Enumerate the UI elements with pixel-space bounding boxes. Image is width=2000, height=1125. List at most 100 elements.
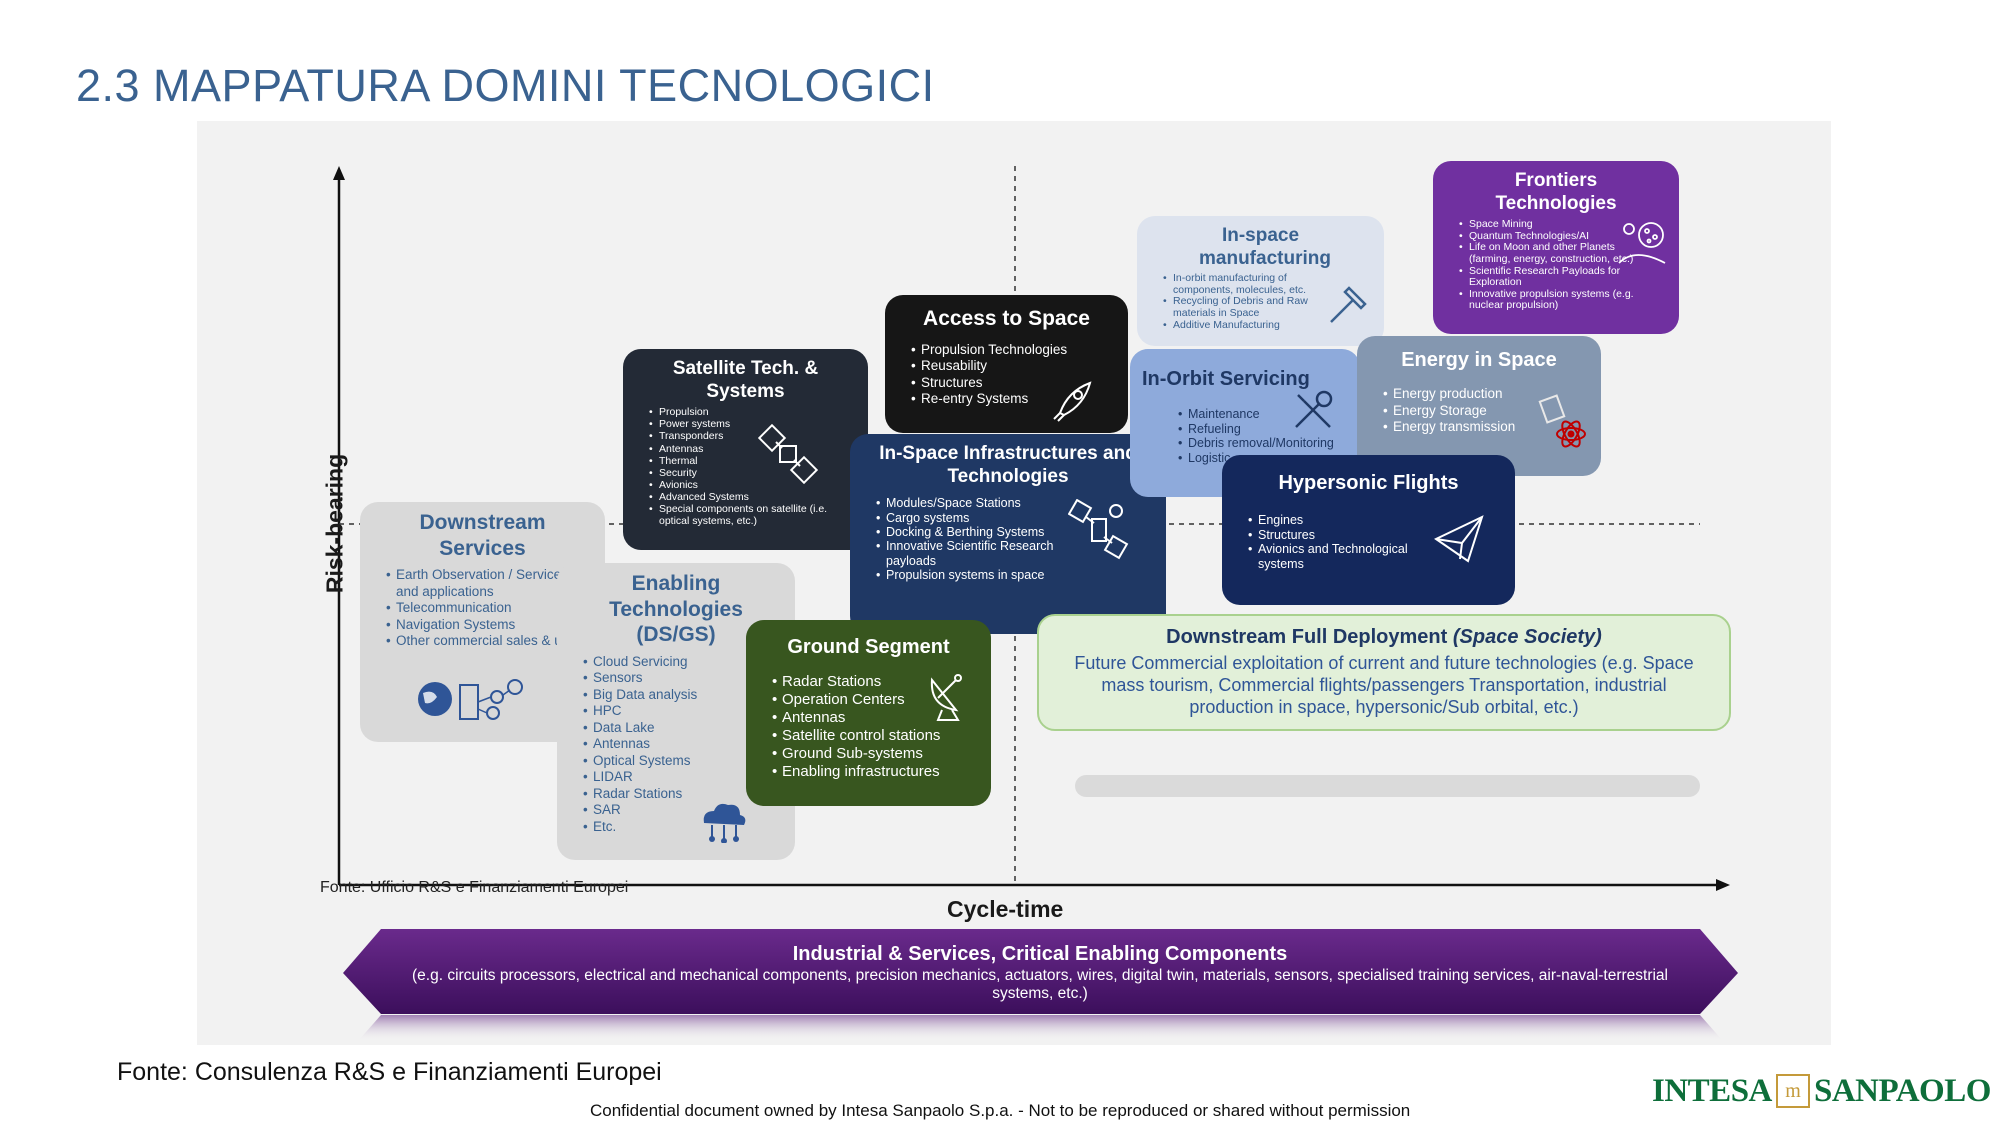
- list-item: Optical Systems: [583, 753, 783, 770]
- full-deployment-text: Future Commercial exploitation of curren…: [1074, 653, 1694, 717]
- list-item: Earth Observation / Services and applica…: [386, 567, 593, 600]
- list-item: Engines: [1248, 513, 1423, 528]
- logo-right-text: SANPAOLO: [1814, 1073, 1991, 1109]
- list-item: Ground Sub-systems: [772, 745, 979, 763]
- list-item: Quantum Technologies/AI: [1459, 230, 1644, 243]
- list-item: Avionics: [649, 479, 856, 491]
- list-item: HPC: [583, 703, 783, 720]
- in-space-manufacturing-box: In-space manufacturing In-orbit manufact…: [1137, 216, 1384, 346]
- banner-text: (e.g. circuits processors, electrical an…: [412, 967, 1668, 1003]
- list-item: SAR: [583, 802, 783, 819]
- page-title: 2.3 MAPPATURA DOMINI TECNOLOGICI: [76, 60, 935, 111]
- list-item: Avionics and Technological systems: [1248, 542, 1423, 571]
- list-item: In-orbit manufacturing of components, mo…: [1163, 273, 1333, 296]
- energy-in-space-list: Energy production Energy Storage Energy …: [1369, 386, 1589, 436]
- x-axis-label: Cycle-time: [947, 896, 1064, 922]
- list-item: Advanced Systems: [649, 491, 856, 503]
- frontiers-technologies-list: Space Mining Quantum Technologies/AI Lif…: [1445, 219, 1644, 311]
- in-space-infrastructures-list: Modules/Space Stations Cargo systems Doc…: [862, 496, 1076, 583]
- downstream-services-list: Earth Observation / Services and applica…: [372, 567, 593, 650]
- list-item: Antennas: [772, 709, 979, 727]
- list-item: Sensors: [583, 670, 783, 687]
- list-item: Satellite control stations: [772, 727, 979, 745]
- list-item: Energy Storage: [1383, 403, 1589, 420]
- full-deployment-box: Downstream Full Deployment (Space Societ…: [1037, 614, 1731, 731]
- list-item: Antennas: [649, 443, 856, 455]
- ground-segment-title: Ground Segment: [787, 636, 950, 658]
- enabling-technologies-list: Cloud Servicing Sensors Big Data analysi…: [569, 654, 783, 836]
- list-item: Modules/Space Stations: [876, 496, 1076, 511]
- list-item: Transponders: [649, 430, 856, 442]
- list-item: Etc.: [583, 819, 783, 836]
- list-item: Scientific Research Payloads for Explora…: [1459, 265, 1644, 289]
- x-axis-arrow: [1716, 879, 1730, 891]
- ground-segment-box: Ground Segment Radar Stations Operation …: [746, 620, 991, 806]
- in-space-manufacturing-title: In-space manufacturing: [1199, 225, 1331, 270]
- space-station-icon: [1068, 499, 1129, 560]
- list-item: Big Data analysis: [583, 687, 783, 704]
- full-deployment-title-italic: (Space Society): [1452, 626, 1602, 648]
- list-item: Radar Stations: [583, 786, 783, 803]
- list-item: Recycling of Debris and Raw materials in…: [1163, 296, 1333, 319]
- list-item: LIDAR: [583, 769, 783, 786]
- list-item: Innovative Scientific Research payloads: [876, 539, 1076, 568]
- list-item: Energy production: [1383, 386, 1589, 403]
- list-item: Structures: [1248, 528, 1423, 543]
- list-item: Energy transmission: [1383, 419, 1589, 436]
- wrench-screwdriver-icon: [1295, 390, 1333, 428]
- list-item: Navigation Systems: [386, 617, 593, 634]
- satellite-tech-list: Propulsion Power systems Transponders An…: [635, 406, 856, 527]
- list-item: Power systems: [649, 418, 856, 430]
- list-item: Special components on satellite (i.e. op…: [649, 503, 859, 527]
- rocket-icon: [1053, 381, 1092, 422]
- list-item: Radar Stations: [772, 673, 979, 691]
- ground-segment-list: Radar Stations Operation Centers Antenna…: [758, 673, 979, 781]
- list-item: Logistic: [1178, 451, 1348, 466]
- in-space-manufacturing-list: In-orbit manufacturing of components, mo…: [1149, 273, 1333, 331]
- footer-confidential: Confidential document owned by Intesa Sa…: [590, 1101, 1411, 1120]
- list-item: Refueling: [1178, 422, 1348, 437]
- enabling-technologies-box: Enabling Technologies (DS/GS) Cloud Serv…: [557, 563, 795, 860]
- list-item: Life on Moon and other Planets (farming,…: [1459, 242, 1644, 265]
- frontiers-technologies-title: Frontiers Technologies: [1495, 170, 1617, 215]
- list-item: Re-entry Systems: [911, 391, 1116, 408]
- hypersonic-flights-title: Hypersonic Flights: [1278, 472, 1459, 494]
- list-item: Operation Centers: [772, 691, 979, 709]
- logo-mark: m: [1776, 1074, 1810, 1108]
- inner-source-note: Fonte: Ufficio R&S e Finanziamenti Europ…: [320, 879, 629, 896]
- enabling-technologies-title: Enabling Technologies (DS/GS): [609, 572, 743, 647]
- list-item: Innovative propulsion systems (e.g. nucl…: [1459, 288, 1644, 312]
- in-orbit-servicing-title: In-Orbit Servicing: [1142, 368, 1310, 390]
- in-space-infrastructures-title: In-Space Infrastructures and Technologie…: [879, 443, 1137, 488]
- paper-plane-icon: [1434, 515, 1484, 563]
- list-item: Propulsion systems in space: [876, 568, 1076, 583]
- footer-source: Fonte: Consulenza R&S e Finanziamenti Eu…: [117, 1058, 662, 1086]
- banner-title: Industrial & Services, Critical Enabling…: [792, 943, 1288, 965]
- list-item: Data Lake: [583, 720, 783, 737]
- access-to-space-box: Access to Space Propulsion Technologies …: [885, 295, 1128, 433]
- full-deployment-title: Downstream Full Deployment: [1166, 626, 1448, 648]
- logo-left-text: INTESA: [1652, 1073, 1772, 1109]
- list-item: Debris removal/Monitoring: [1178, 436, 1348, 451]
- list-item: Additive Manufacturing: [1163, 319, 1333, 332]
- list-item: Structures: [911, 375, 1116, 392]
- list-item: Cargo systems: [876, 511, 1076, 526]
- satellite-tech-box: Satellite Tech. & Systems Propulsion Pow…: [623, 349, 868, 550]
- hypersonic-flights-box: Hypersonic Flights Engines Structures Av…: [1222, 455, 1515, 605]
- y-axis-arrow: [333, 166, 345, 180]
- full-deployment-heading: Downstream Full Deployment (Space Societ…: [1057, 626, 1711, 649]
- banner-shape: [343, 929, 1738, 1041]
- list-item: Enabling infrastructures: [772, 763, 979, 781]
- energy-in-space-title: Energy in Space: [1401, 349, 1557, 371]
- hammer-icon: [1330, 286, 1367, 323]
- list-item: Antennas: [583, 736, 783, 753]
- in-space-infrastructures-box: In-Space Infrastructures and Technologie…: [850, 434, 1166, 634]
- cloud-circuit-icon: [703, 803, 746, 843]
- list-item: Space Mining: [1459, 219, 1644, 231]
- list-item: Other commercial sales & users: [386, 633, 593, 650]
- frontiers-technologies-box: Frontiers Technologies Space Mining Quan…: [1433, 161, 1679, 334]
- satellite-dish-icon: [930, 674, 962, 721]
- list-item: Security: [649, 467, 856, 479]
- satellite-tech-title: Satellite Tech. & Systems: [672, 358, 819, 403]
- list-item: Cloud Servicing: [583, 654, 783, 671]
